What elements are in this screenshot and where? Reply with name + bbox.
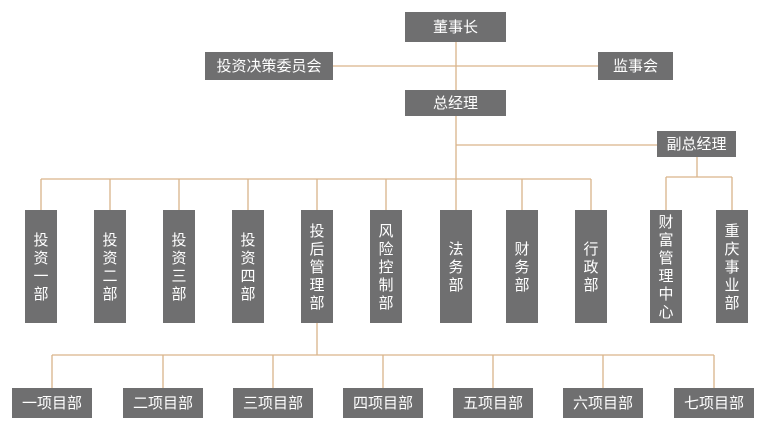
supervisory-board-box: 监事会 <box>598 52 673 80</box>
department-box-1-label: 投资一部 <box>33 230 49 303</box>
project-label: 三项目部 <box>242 393 303 412</box>
project-label: 二项目部 <box>132 393 193 412</box>
department-box-4-label: 投资四部 <box>240 230 256 303</box>
deputy-unit-box-1: 财富管理中心 <box>650 210 682 323</box>
deputy-unit-box-1-label: 财富管理中心 <box>658 212 674 321</box>
department-box-5: 投后管理部 <box>301 210 333 323</box>
department-box-8: 财务部 <box>506 210 538 323</box>
department-box-1: 投资一部 <box>25 210 57 323</box>
investment-committee-label: 投资决策委员会 <box>216 56 322 75</box>
project-box-7: 七项目部 <box>674 388 754 418</box>
project-label: 四项目部 <box>352 393 413 412</box>
project-label: 六项目部 <box>572 393 633 412</box>
department-box-3-label: 投资三部 <box>171 230 187 303</box>
deputy-general-manager-label: 副总经理 <box>666 134 727 153</box>
supervisory-board-label: 监事会 <box>612 56 658 75</box>
deputy-unit-box-2-label: 重庆事业部 <box>724 221 740 312</box>
deputy-general-manager-box: 副总经理 <box>657 131 736 157</box>
project-box-4: 四项目部 <box>343 388 423 418</box>
project-label: 七项目部 <box>683 393 744 412</box>
project-label: 一项目部 <box>21 393 82 412</box>
department-box-3: 投资三部 <box>163 210 195 323</box>
department-box-8-label: 财务部 <box>514 239 530 294</box>
chairman-box: 董事长 <box>405 12 506 42</box>
chairman-label: 董事长 <box>432 17 478 36</box>
department-box-7: 法务部 <box>440 210 472 323</box>
project-box-6: 六项目部 <box>563 388 643 418</box>
department-box-2-label: 投资二部 <box>102 230 118 303</box>
project-label: 五项目部 <box>462 393 523 412</box>
project-box-5: 五项目部 <box>453 388 533 418</box>
project-box-1: 一项目部 <box>12 388 92 418</box>
department-box-9-label: 行政部 <box>583 239 599 294</box>
department-box-6: 风险控制部 <box>370 210 402 323</box>
project-box-2: 二项目部 <box>123 388 203 418</box>
general-manager-label: 总经理 <box>432 93 478 112</box>
investment-committee-box: 投资决策委员会 <box>205 52 333 80</box>
general-manager-box: 总经理 <box>405 90 506 116</box>
department-box-5-label: 投后管理部 <box>309 221 325 312</box>
project-box-3: 三项目部 <box>233 388 313 418</box>
department-box-9: 行政部 <box>575 210 607 323</box>
department-box-4: 投资四部 <box>232 210 264 323</box>
deputy-unit-box-2: 重庆事业部 <box>716 210 748 323</box>
department-box-6-label: 风险控制部 <box>378 221 394 312</box>
department-box-2: 投资二部 <box>94 210 126 323</box>
department-box-7-label: 法务部 <box>448 239 464 294</box>
